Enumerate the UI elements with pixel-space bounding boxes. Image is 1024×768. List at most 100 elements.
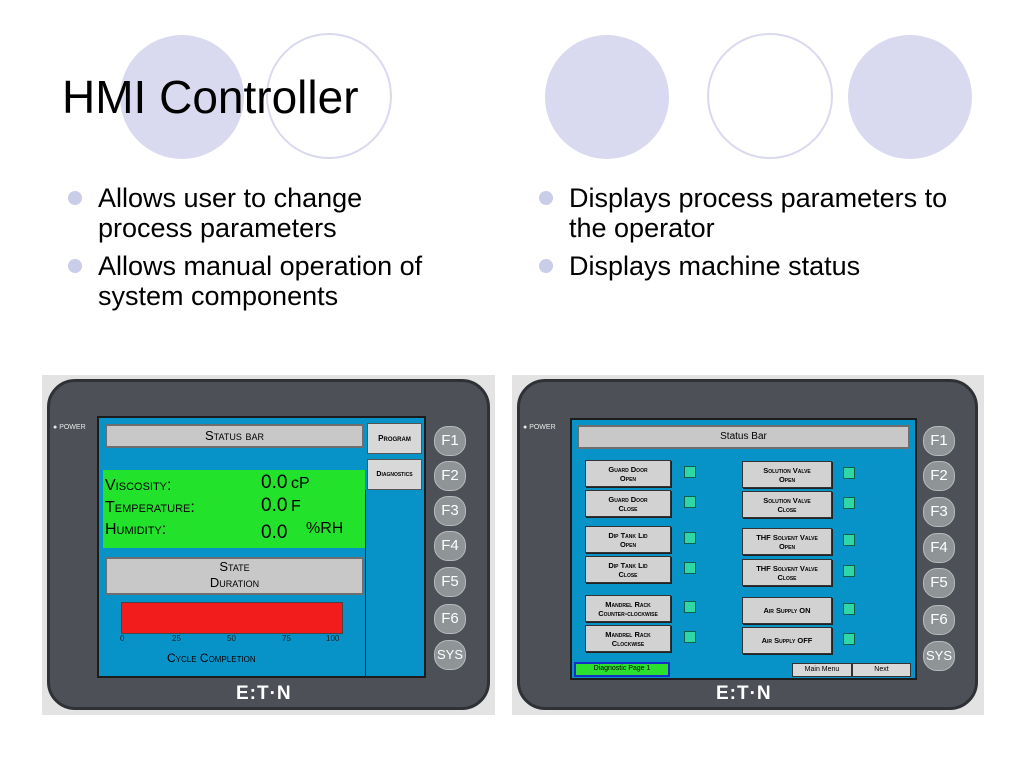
- right-bullet-list: Displays process parameters to the opera…: [533, 183, 963, 289]
- f1-key[interactable]: F1: [434, 426, 466, 456]
- control-line1: Dip Tank Lid: [608, 560, 648, 570]
- air-supply-off-button[interactable]: Air Supply OFF: [742, 627, 832, 654]
- control-line2: Close: [777, 572, 797, 582]
- f5-key[interactable]: F5: [923, 568, 955, 598]
- viscosity-value: 0.0: [261, 472, 288, 493]
- f3-key[interactable]: F3: [923, 497, 955, 527]
- eaton-logo: E:T·N: [236, 683, 292, 704]
- control-line2: Counter-clockwise: [598, 608, 658, 618]
- next-button[interactable]: Next: [852, 663, 911, 677]
- program-button[interactable]: Program: [367, 423, 422, 454]
- decor-circle-3: [545, 35, 669, 159]
- control-line2: Open: [778, 474, 796, 484]
- bullet-dot-icon: [539, 191, 553, 205]
- thf-solvent-valve-open-indicator: [843, 534, 855, 546]
- f3-key[interactable]: F3: [434, 496, 466, 526]
- guard-door-open-indicator: [684, 466, 696, 478]
- bullet-item: Allows manual operation of system compon…: [62, 251, 462, 311]
- temperature-label: Temperature:: [105, 499, 195, 516]
- slide-title: HMI Controller: [62, 71, 359, 123]
- tick-label: 25: [172, 634, 181, 643]
- duration-label: Duration: [209, 575, 260, 590]
- control-line1: Guard Door: [608, 494, 648, 504]
- bullet-text: Displays machine status: [569, 251, 861, 281]
- diagnostics-button[interactable]: Diagnostics: [367, 459, 422, 490]
- humidity-label: Humidity:: [105, 521, 167, 538]
- f6-key[interactable]: F6: [923, 605, 955, 635]
- thf-solvent-valve-close-indicator: [843, 565, 855, 577]
- temperature-unit: F: [291, 498, 301, 515]
- tick-label: 100: [326, 634, 340, 643]
- left-bullet-list: Allows user to change process parameters…: [62, 183, 462, 319]
- sys-key[interactable]: SYS: [923, 641, 955, 671]
- control-line2: Open: [619, 539, 637, 549]
- state-duration-box: State Duration: [105, 557, 364, 595]
- decor-circle-5: [848, 35, 972, 159]
- status-bar: Status bar: [105, 424, 364, 448]
- decor-circle-1: [120, 35, 244, 159]
- side-panel-divider: [365, 490, 366, 676]
- control-line2: Close: [777, 504, 797, 514]
- bullet-item: Displays process parameters to the opera…: [533, 183, 963, 243]
- control-line2: Close: [618, 503, 638, 513]
- air-supply-on-button[interactable]: Air Supply ON: [742, 597, 832, 624]
- decor-circle-4: [707, 33, 833, 159]
- viscosity-label: Viscosity:: [105, 477, 172, 494]
- f4-key[interactable]: F4: [434, 531, 466, 561]
- control-line1: Air Supply ON: [763, 606, 811, 615]
- dip-tank-lid-close-indicator: [684, 562, 696, 574]
- control-line1: Mandrel Rack: [605, 599, 651, 609]
- bullet-dot-icon: [539, 259, 553, 273]
- f5-key[interactable]: F5: [434, 567, 466, 597]
- bullet-text: Allows user to change process parameters: [98, 183, 363, 243]
- control-line1: THF Solvent Valve: [756, 563, 818, 573]
- power-indicator: ● POWER: [53, 424, 86, 431]
- eaton-logo: E:T·N: [716, 683, 772, 704]
- parameter-panel: Viscosity: 0.0 cP Temperature: 0.0 F Hum…: [103, 470, 365, 548]
- f2-key[interactable]: F2: [923, 461, 955, 491]
- bullet-text: Displays process parameters to the opera…: [569, 183, 948, 243]
- main-menu-button[interactable]: Main Menu: [792, 663, 852, 677]
- control-line2: Clockwise: [611, 638, 645, 648]
- control-line1: Solution Valve: [763, 495, 811, 505]
- air-supply-on-indicator: [843, 603, 855, 615]
- tick-label: 75: [282, 634, 291, 643]
- control-line2: Open: [619, 473, 637, 483]
- control-line2: Open: [778, 541, 796, 551]
- control-line1: Solution Valve: [763, 465, 811, 475]
- power-label: POWER: [59, 424, 86, 431]
- sys-key[interactable]: SYS: [434, 640, 466, 670]
- tick-label: 50: [227, 634, 236, 643]
- diagnostic-page-indicator[interactable]: Diagnostic Page 1: [574, 662, 670, 677]
- bullet-dot-icon: [68, 259, 82, 273]
- power-indicator: ● POWER: [523, 424, 556, 431]
- f4-key[interactable]: F4: [923, 533, 955, 563]
- cycle-progress-bar: [121, 602, 343, 634]
- f6-key[interactable]: F6: [434, 604, 466, 634]
- mandrel-rack-ccw-indicator: [684, 601, 696, 613]
- temperature-value: 0.0: [261, 495, 288, 516]
- control-line1: Guard Door: [608, 464, 648, 474]
- bullet-text: Allows manual operation of system compon…: [98, 251, 423, 311]
- f1-key[interactable]: F1: [923, 426, 955, 456]
- humidity-unit: %RH: [306, 520, 344, 537]
- dip-tank-lid-open-indicator: [684, 532, 696, 544]
- control-line1: Air Supply OFF: [761, 636, 813, 645]
- control-line1: Dip Tank Lid: [608, 530, 648, 540]
- control-line2: Close: [618, 569, 638, 579]
- f2-key[interactable]: F2: [434, 461, 466, 491]
- air-supply-off-indicator: [843, 633, 855, 645]
- humidity-value: 0.0: [261, 522, 288, 543]
